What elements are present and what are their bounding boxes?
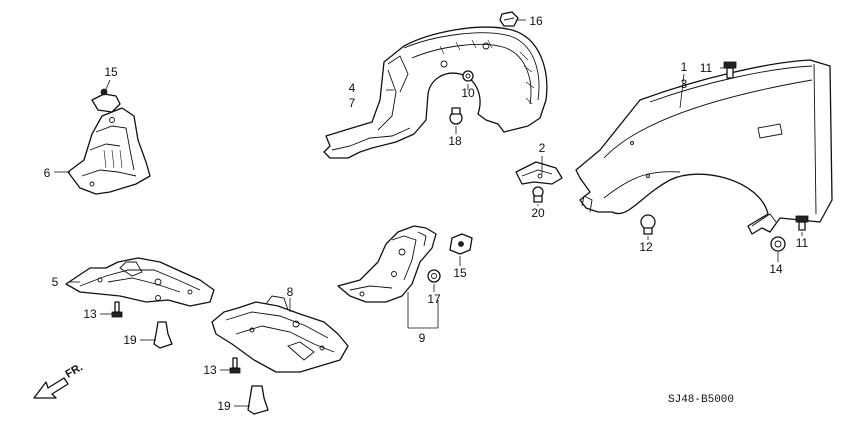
clip-15-upper <box>91 88 121 113</box>
callout-5: 5 <box>52 275 59 289</box>
clip-15-lower <box>449 233 473 255</box>
bracket-part <box>337 225 437 303</box>
callout-6: 6 <box>44 166 51 180</box>
bolt-12 <box>640 214 656 235</box>
callout-12: 12 <box>639 240 653 254</box>
splash-shield-part <box>67 107 151 195</box>
callout-18: 18 <box>448 134 462 148</box>
leader-lines <box>54 19 803 407</box>
front-direction-arrow <box>33 377 69 399</box>
callout-14: 14 <box>769 262 783 276</box>
callout-1: 1 <box>681 60 688 74</box>
grommet-17 <box>427 269 441 283</box>
callout-4: 4 <box>349 81 356 95</box>
bolt-13-lower <box>229 357 241 374</box>
callout-13-lower: 13 <box>203 363 217 377</box>
bolt-11-upper <box>723 61 737 79</box>
bolt-20 <box>532 186 544 203</box>
callout-13-upper: 13 <box>83 307 97 321</box>
bolt-11-lower <box>795 215 809 231</box>
callout-19-upper: 19 <box>123 333 137 347</box>
callout-7: 7 <box>349 96 356 110</box>
callout-2: 2 <box>539 141 546 155</box>
diagram-code: SJ48-B5000 <box>668 394 734 406</box>
callout-16: 16 <box>529 14 543 28</box>
front-fender-part <box>575 59 833 235</box>
callout-3: 3 <box>681 77 688 91</box>
callout-15-upper: 15 <box>104 65 118 79</box>
clip-19-upper <box>153 321 173 349</box>
nut-10 <box>462 70 474 82</box>
callout-17: 17 <box>427 292 441 306</box>
clip-19-lower <box>247 385 269 415</box>
callout-20: 20 <box>531 206 545 220</box>
callout-15-lower: 15 <box>453 266 467 280</box>
callout-10: 10 <box>461 86 475 100</box>
bolt-13-upper <box>111 301 123 318</box>
callout-8: 8 <box>287 285 294 299</box>
mount-bracket-part <box>515 161 563 185</box>
callout-11-lower: 11 <box>796 236 809 250</box>
clip-14 <box>770 236 786 252</box>
under-cover-left-part <box>65 257 215 307</box>
callout-11-upper: 11 <box>700 61 713 75</box>
inner-fender-liner-part <box>323 26 548 159</box>
clip-16 <box>499 11 519 27</box>
front-direction-label: FR. <box>64 361 85 380</box>
bolt-18 <box>449 107 463 125</box>
callout-9: 9 <box>419 331 426 345</box>
under-cover-center-part <box>211 295 349 373</box>
callout-19-lower: 19 <box>217 399 231 413</box>
